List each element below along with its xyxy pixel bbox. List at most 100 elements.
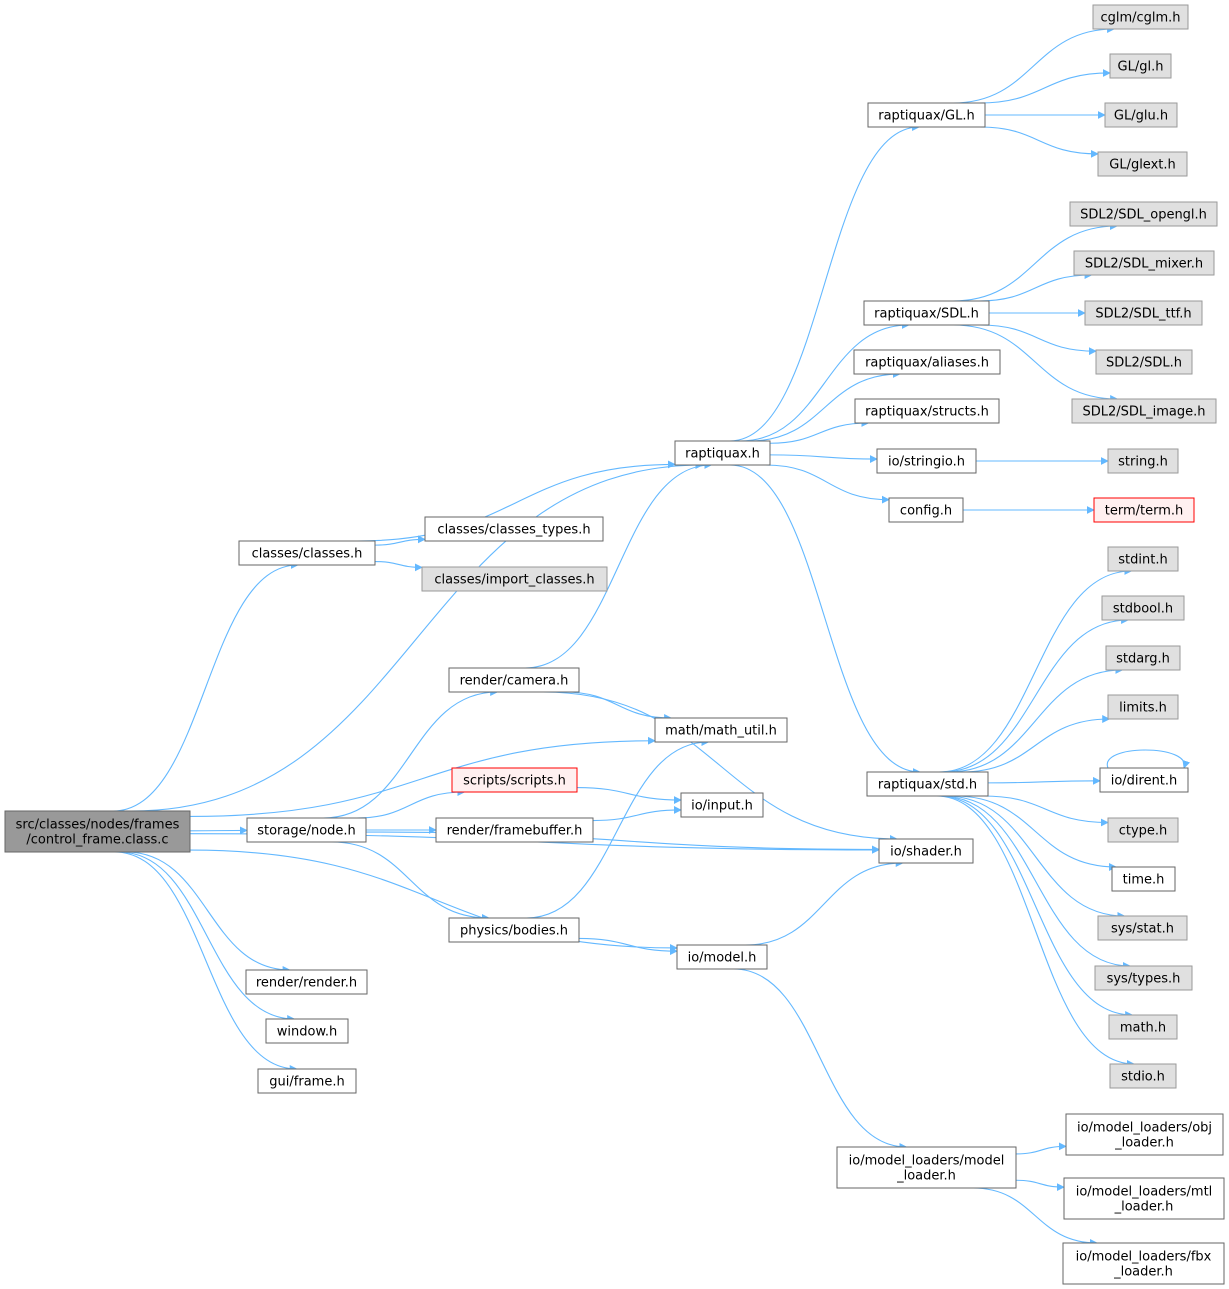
node-render-h[interactable]: render/render.h xyxy=(245,969,368,995)
node-glext[interactable]: GL/glext.h xyxy=(1097,151,1188,177)
edge-rgl-to-cglm xyxy=(952,25,1116,104)
node-sdl-opengl[interactable]: SDL2/SDL_opengl.h xyxy=(1069,201,1218,227)
edge-src-to-gui_frame xyxy=(114,851,298,1073)
node-box xyxy=(1108,1014,1178,1040)
node-stdarg[interactable]: stdarg.h xyxy=(1105,645,1181,671)
node-classes-types[interactable]: classes/classes_types.h xyxy=(424,516,604,542)
node-limits[interactable]: limits.h xyxy=(1107,694,1179,720)
node-label: classes/classes.h xyxy=(252,547,363,562)
edge-rgl-to-glext xyxy=(979,126,1099,158)
node-rstd[interactable]: raptiquax/std.h xyxy=(866,771,989,797)
node-label: _loader.h xyxy=(1113,1265,1173,1280)
node-sdl[interactable]: SDL2/SDL.h xyxy=(1095,349,1193,375)
node-camera[interactable]: render/camera.h xyxy=(448,667,580,693)
edge-raptiquax_h-to-stringio xyxy=(769,454,878,464)
edge-src-to-window xyxy=(119,851,296,1023)
node-label: raptiquax/SDL.h xyxy=(874,307,979,322)
node-label: io/model_loaders/model xyxy=(849,1154,1005,1169)
node-sdl-ttf[interactable]: SDL2/SDL_ttf.h xyxy=(1084,300,1203,326)
edge-rstd-to-sys_stat xyxy=(945,795,1126,920)
node-input[interactable]: io/input.h xyxy=(680,792,764,818)
node-storage-node[interactable]: storage/node.h xyxy=(246,817,367,843)
node-stdbool[interactable]: stdbool.h xyxy=(1101,595,1185,621)
node-src[interactable]: src/classes/nodes/frames/control_frame.c… xyxy=(4,810,191,853)
edge-src-to-render_h xyxy=(125,851,291,974)
node-dirent[interactable]: io/dirent.h xyxy=(1099,767,1189,793)
node-import-classes[interactable]: classes/import_classes.h xyxy=(421,566,608,592)
edge-src-to-raptiquax_h xyxy=(131,461,704,812)
node-framebuffer[interactable]: render/framebuffer.h xyxy=(435,817,594,843)
node-box xyxy=(451,767,578,793)
node-rgl[interactable]: raptiquax/GL.h xyxy=(867,102,986,128)
node-label: io/shader.h xyxy=(890,845,962,860)
node-stdio[interactable]: stdio.h xyxy=(1109,1063,1177,1089)
edge-camera-to-raptiquax_h xyxy=(525,461,713,669)
node-stdint[interactable]: stdint.h xyxy=(1107,546,1179,572)
node-sys-stat[interactable]: sys/stat.h xyxy=(1097,915,1188,941)
node-box xyxy=(863,300,990,326)
node-label: render/camera.h xyxy=(460,674,569,689)
node-shader[interactable]: io/shader.h xyxy=(878,838,974,864)
node-obj-loader[interactable]: io/model_loaders/obj_loader.h xyxy=(1065,1113,1224,1156)
node-box xyxy=(1097,915,1188,941)
node-rsdl[interactable]: raptiquax/SDL.h xyxy=(863,300,990,326)
node-box xyxy=(1097,151,1188,177)
node-label: io/stringio.h xyxy=(888,455,965,470)
node-label: stdbool.h xyxy=(1113,602,1173,617)
edge-bodies-to-math_util xyxy=(526,738,710,919)
node-box xyxy=(1099,767,1189,793)
node-label: _loader.h xyxy=(1114,1200,1174,1215)
node-structs[interactable]: raptiquax/structs.h xyxy=(854,398,1000,424)
node-config[interactable]: config.h xyxy=(888,497,964,523)
node-label: io/model_loaders/mtl xyxy=(1076,1185,1213,1200)
node-label: /control_frame.class.c xyxy=(26,833,168,848)
node-label: time.h xyxy=(1123,873,1165,888)
node-classes-h[interactable]: classes/classes.h xyxy=(238,540,376,566)
node-label: _loader.h xyxy=(896,1169,956,1184)
node-window[interactable]: window.h xyxy=(265,1018,349,1044)
node-box xyxy=(1073,250,1215,276)
node-label: raptiquax/std.h xyxy=(878,778,977,793)
edge-rstd-to-stdint xyxy=(938,567,1133,773)
node-label: io/dirent.h xyxy=(1111,774,1178,789)
node-mtl-loader[interactable]: io/model_loaders/mtl_loader.h xyxy=(1063,1177,1225,1220)
node-box xyxy=(680,792,764,818)
edge-rstd-to-math xyxy=(938,795,1134,1019)
node-model[interactable]: io/model.h xyxy=(676,944,768,970)
node-term[interactable]: term/term.h xyxy=(1093,497,1195,523)
node-gl[interactable]: GL/gl.h xyxy=(1109,53,1172,79)
node-time[interactable]: time.h xyxy=(1111,866,1176,892)
node-math-util[interactable]: math/math_util.h xyxy=(654,717,788,743)
node-ctype[interactable]: ctype.h xyxy=(1107,817,1179,843)
node-gui-frame[interactable]: gui/frame.h xyxy=(257,1068,357,1094)
edge-rstd-to-time xyxy=(954,795,1118,871)
node-box xyxy=(1094,965,1193,991)
node-sdl-image[interactable]: SDL2/SDL_image.h xyxy=(1071,398,1217,424)
edge-rsdl-to-sdl_image xyxy=(953,324,1119,403)
edge-model_loader-to-fbx_loader xyxy=(972,1187,1098,1247)
node-glu[interactable]: GL/glu.h xyxy=(1104,102,1178,128)
edge-classes_h-to-classes_types xyxy=(374,535,426,546)
node-scripts[interactable]: scripts/scripts.h xyxy=(451,767,578,793)
node-box xyxy=(876,448,977,474)
node-cglm[interactable]: cglm/cglm.h xyxy=(1092,4,1189,30)
node-fbx-loader[interactable]: io/model_loaders/fbx_loader.h xyxy=(1062,1242,1225,1285)
node-box xyxy=(1104,102,1178,128)
node-label: math.h xyxy=(1120,1021,1166,1036)
edge-dirent-to-dirent xyxy=(1106,749,1191,769)
node-string[interactable]: string.h xyxy=(1107,448,1179,474)
node-stringio[interactable]: io/stringio.h xyxy=(876,448,977,474)
edge-raptiquax_h-to-aliases xyxy=(749,370,901,442)
node-aliases[interactable]: raptiquax/aliases.h xyxy=(853,349,1001,375)
edge-classes_h-to-import_classes xyxy=(374,560,423,572)
node-box xyxy=(1107,546,1179,572)
node-model-loader[interactable]: io/model_loaders/model_loader.h xyxy=(836,1146,1017,1189)
edge-framebuffer-to-input xyxy=(592,805,682,822)
node-bodies[interactable]: physics/bodies.h xyxy=(448,917,580,943)
node-raptiquax-h[interactable]: raptiquax.h xyxy=(674,440,771,466)
node-label: stdio.h xyxy=(1121,1070,1165,1085)
node-math[interactable]: math.h xyxy=(1108,1014,1178,1040)
node-sys-types[interactable]: sys/types.h xyxy=(1094,965,1193,991)
node-sdl-mixer[interactable]: SDL2/SDL_mixer.h xyxy=(1073,250,1215,276)
edge-rstd-to-ctype xyxy=(983,795,1109,827)
